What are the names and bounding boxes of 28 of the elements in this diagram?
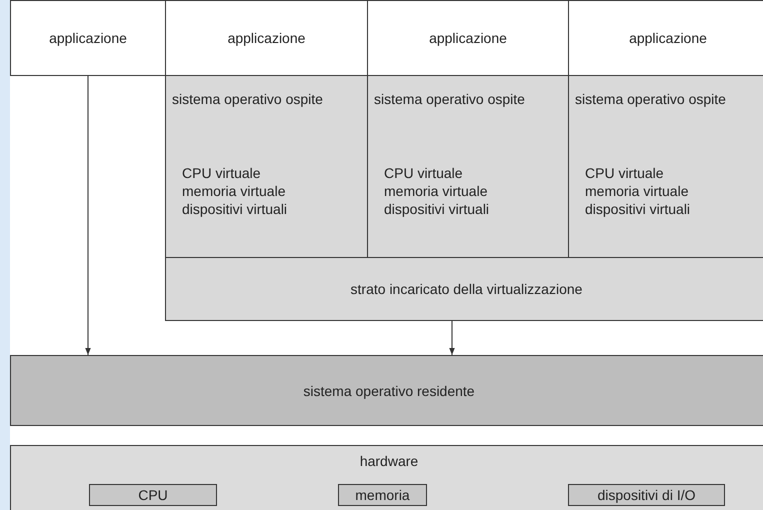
layer-label: sistema operativo residente [302,382,476,400]
guest-os-title: sistema operativo ospite [172,90,324,108]
arrow [449,320,455,356]
layer-label: strato incaricato della virtualizzazione [350,280,584,298]
layer-label: applicazione [48,29,128,47]
layer-label: applicazione [428,29,508,47]
virtual-resources-text: CPU virtuale memoria virtuale dispositivi virtuali [182,164,288,218]
virtual-resources-text: CPU virtuale memoria virtuale dispositivi virtuali [384,164,490,218]
guest-os-panel [165,75,368,258]
layer-label: applicazione [226,29,306,47]
layer-label: memoria [354,486,411,504]
hardware-component [89,484,217,506]
guest-os-title: sistema operativo ospite [575,90,727,108]
host-os-layer [10,355,763,426]
hardware-layer [10,445,763,510]
guest-os-panel [367,75,569,258]
guest-os-title: sistema operativo ospite [374,90,526,108]
guest-os-panel [568,75,763,258]
virtual-resources-text: CPU virtuale memoria virtuale dispositivi virtuali [585,164,692,218]
layer-label: CPU [137,486,169,504]
arrow [85,76,91,356]
layer-label: dispositivi di I/O [596,486,697,504]
layer-label: applicazione [628,29,708,47]
application-box [10,0,166,76]
hardware-component [568,484,725,506]
layer-label: hardware [358,452,420,470]
virtualization-layer [165,257,763,321]
hardware-component [338,484,427,506]
